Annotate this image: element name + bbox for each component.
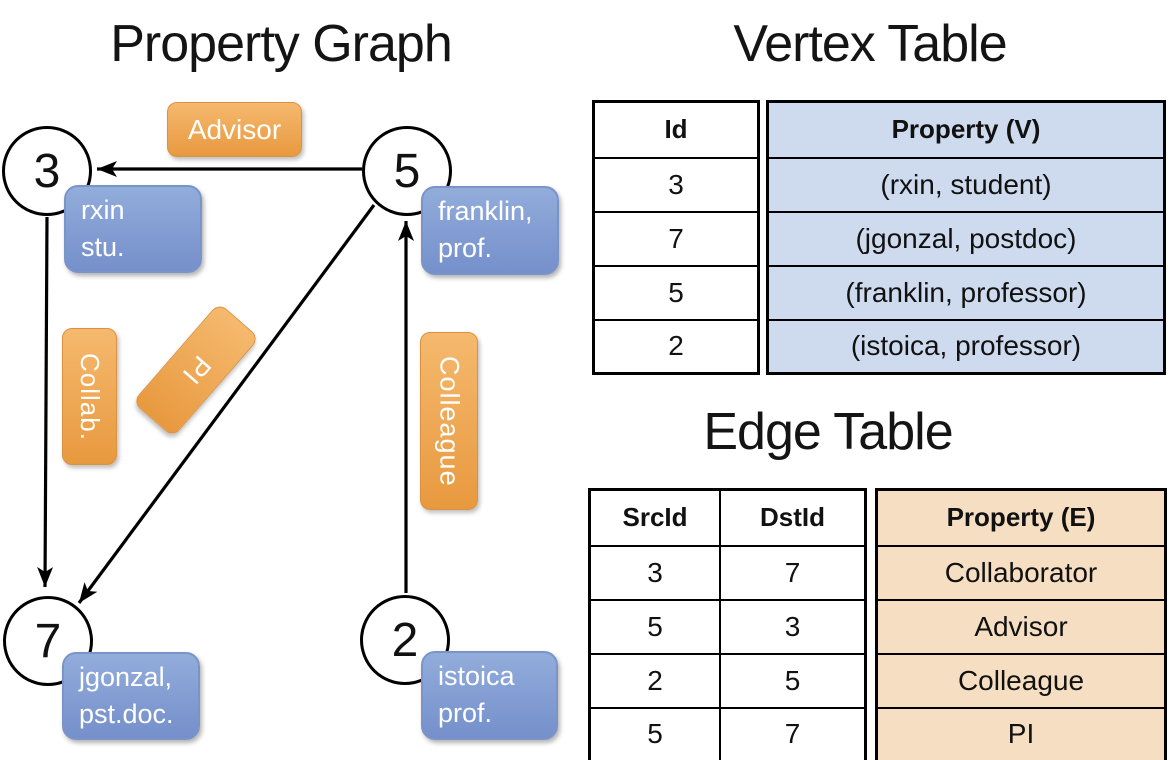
vertex-box-istoica: istoica prof. bbox=[421, 651, 558, 740]
vertex-box-franklin: franklin, prof. bbox=[421, 186, 559, 275]
edge-property-cell: Colleague bbox=[875, 652, 1167, 709]
vertex-table-property-column: Property (V) (rxin, student) (jgonzal, p… bbox=[766, 100, 1166, 375]
node-2-label: 2 bbox=[391, 613, 419, 667]
vertex-box-franklin-line2: prof. bbox=[438, 233, 493, 263]
edge-dstid-cell: 7 bbox=[719, 544, 867, 601]
edge-label-pi-text: PI bbox=[176, 350, 217, 391]
edge-srcid-header: SrcId bbox=[588, 488, 721, 547]
edge-label-colleague: Colleague bbox=[420, 332, 478, 510]
vertex-box-istoica-line2: prof. bbox=[438, 698, 493, 728]
vertex-box-jgonzal: jgonzal, pst.doc. bbox=[62, 652, 200, 740]
vertex-property-cell: (jgonzal, postdoc) bbox=[766, 210, 1166, 267]
vertex-property-header: Property (V) bbox=[766, 100, 1166, 159]
edge-property-cell: Advisor bbox=[875, 598, 1167, 655]
edge-label-advisor-text: Advisor bbox=[187, 113, 282, 145]
edge-dstid-cell: 7 bbox=[719, 706, 867, 760]
graph-edges bbox=[37, 161, 414, 604]
vertex-id-header: Id bbox=[592, 100, 760, 159]
vertex-id-cell: 5 bbox=[592, 264, 760, 321]
vertex-table-title: Vertex Table bbox=[733, 15, 1007, 73]
edge-label-collab-text: Collab. bbox=[75, 352, 105, 441]
vertex-box-rxin-line1: rxin bbox=[81, 195, 125, 225]
node-5-label: 5 bbox=[393, 144, 421, 198]
vertex-box-franklin-line1: franklin, bbox=[438, 196, 533, 226]
edge-label-collab: Collab. bbox=[62, 328, 117, 465]
edge-dstid-cell: 3 bbox=[719, 598, 867, 655]
vertex-table-id-column: Id 3 7 5 2 bbox=[592, 100, 760, 375]
vertex-property-cell: (franklin, professor) bbox=[766, 264, 1166, 321]
vertex-property-cell: (rxin, student) bbox=[766, 156, 1166, 213]
edge-dstid-cell: 5 bbox=[719, 652, 867, 709]
vertex-box-jgonzal-line2: pst.doc. bbox=[79, 699, 174, 729]
vertex-box-jgonzal-line1: jgonzal, bbox=[79, 662, 173, 692]
edge-srcid-cell: 2 bbox=[588, 652, 721, 709]
edge-dstid-header: DstId bbox=[719, 488, 867, 547]
node-7-label: 7 bbox=[34, 614, 62, 668]
node-2: 2 bbox=[360, 595, 450, 685]
edge-srcid-cell: 5 bbox=[588, 598, 721, 655]
node-3-label: 3 bbox=[33, 144, 61, 198]
vertex-id-cell: 2 bbox=[592, 318, 760, 375]
edge-table-property-column: Property (E) Collaborator Advisor Collea… bbox=[875, 488, 1167, 760]
edge-property-header: Property (E) bbox=[875, 488, 1167, 547]
edge-collaborator-3-to-7 bbox=[37, 216, 54, 588]
vertex-id-cell: 7 bbox=[592, 210, 760, 267]
edge-property-cell: Collaborator bbox=[875, 544, 1167, 601]
edge-srcid-cell: 5 bbox=[588, 706, 721, 760]
node-5: 5 bbox=[362, 126, 452, 216]
edge-srcid-cell: 3 bbox=[588, 544, 721, 601]
edge-pi-5-to-7 bbox=[77, 204, 376, 604]
vertex-box-rxin-line2: stu. bbox=[81, 232, 125, 262]
vertex-box-istoica-line1: istoica bbox=[438, 661, 515, 691]
edge-table-title: Edge Table bbox=[703, 403, 953, 461]
edge-table-id-columns: SrcId DstId 3 7 5 3 2 5 5 7 bbox=[588, 488, 867, 760]
vertex-property-cell: (istoica, professor) bbox=[766, 318, 1166, 375]
edge-label-advisor: Advisor bbox=[167, 102, 302, 157]
vertex-box-rxin: rxin stu. bbox=[64, 185, 202, 273]
edge-property-cell: PI bbox=[875, 706, 1167, 760]
vertex-id-cell: 3 bbox=[592, 156, 760, 213]
edge-label-colleague-text: Colleague bbox=[434, 355, 465, 487]
property-graph-title: Property Graph bbox=[110, 15, 453, 73]
